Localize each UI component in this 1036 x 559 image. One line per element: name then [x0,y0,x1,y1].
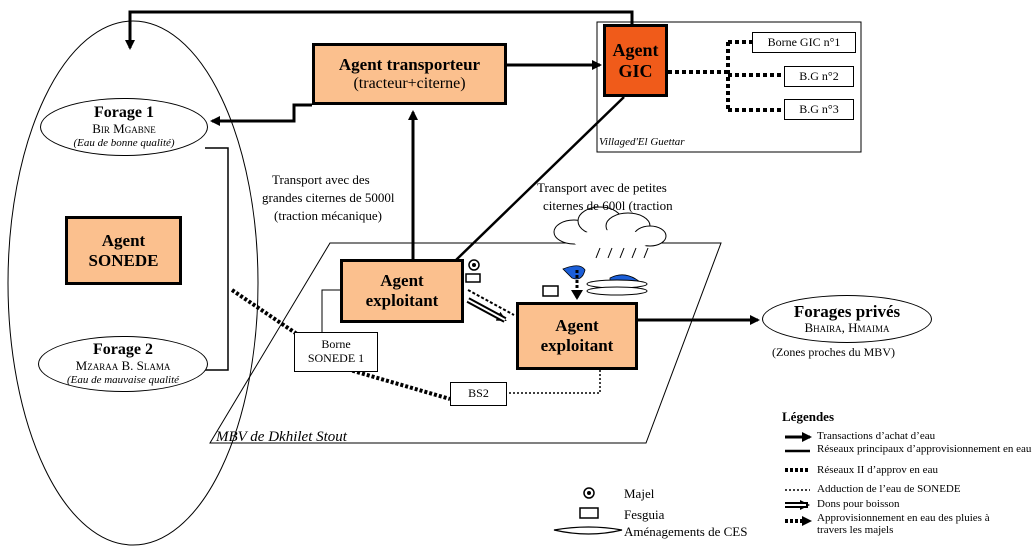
legend-item-5: Dons pour boisson [817,499,1032,511]
forage-2-name: Mzaraa B. Slama [76,359,171,374]
borne-gic-1-label: Borne GIC n°1 [768,36,841,50]
borne-gic-2: B.G n°2 [784,66,854,87]
agent-exploitant-2-box: Agent exploitant [516,302,638,370]
legend-item-4: Adduction de l’eau de SONEDE [817,484,1032,496]
forage-1-quality: (Eau de bonne qualité) [73,137,174,150]
borne-sonede-1-line2: SONEDE 1 [308,352,364,366]
legend-symbol-fesguia: Fesguia [624,508,664,521]
legend-item-2: Réseaux principaux d’approvisionnement e… [817,444,1032,456]
agent-sonede-line1: Agent [102,231,145,251]
transport-small-line1: Transport avec de petites [537,181,667,194]
agent-transporteur-title: Agent transporteur [339,55,480,75]
borne-bs2: BS2 [450,382,507,406]
agent-transporteur-sub: (tracteur+citerne) [353,75,465,93]
agent-gic-line1: Agent [613,40,659,61]
borne-gic-2-label: B.G n°2 [799,70,838,84]
forage-1-title: Forage 1 [94,104,154,122]
forages-prives-node: Forages privés Bhaira, Hmaima [762,295,932,343]
agent-gic-line2: GIC [618,61,652,82]
agent-exploitant-2-line1: Agent [555,316,598,336]
transport-small-line2: citernes de 600l (traction [543,199,673,212]
borne-sonede-1-line1: Borne [321,338,350,352]
transport-big-line1: Transport avec des [272,173,370,186]
borne-gic-3: B.G n°3 [784,99,854,120]
transporteur-to-forage1-line [212,105,312,121]
legend-symbol-ces: Aménagements de CES [624,525,747,538]
mbv-label: MBV de Dkhilet Stout [216,430,347,445]
mbv-parallelogram [210,243,721,443]
forage-1-name: Bir Mgabne [92,122,155,137]
agent-sonede-line2: SONEDE [89,251,159,271]
rain-cloud [554,207,666,258]
forage-2-quality: (Eau de mauvaise qualité [67,374,179,387]
forages-prives-title: Forages privés [794,302,900,322]
legend-item-3: Réseaux II d’approv en eau [817,465,1032,477]
agent-exploitant-1-line2: exploitant [366,291,439,311]
agent-exploitant-1-box: Agent exploitant [340,259,464,323]
legend-title: Légendes [782,410,834,423]
transport-big-line2: grandes citernes de 5000l [262,191,394,204]
borne-bs2-label: BS2 [468,387,489,401]
forage-1-node: Forage 1 Bir Mgabne (Eau de bonne qualit… [40,98,208,156]
legend-item-1: Transactions d’achat d’eau [817,431,1032,443]
borne-sonede-1: Borne SONEDE 1 [294,332,378,372]
forage-2-title: Forage 2 [93,341,153,359]
borne-gic-1: Borne GIC n°1 [752,32,856,53]
forage-2-node: Forage 2 Mzaraa B. Slama (Eau de mauvais… [38,336,208,392]
borne-gic-3-label: B.G n°3 [799,103,838,117]
transport-big-line3: (traction mécanique) [274,209,382,222]
forages-prives-names: Bhaira, Hmaima [804,321,889,336]
legend-symbol-majel: Majel [624,487,654,500]
agent-sonede-box: Agent SONEDE [65,216,182,285]
agent-exploitant-2-line2: exploitant [541,336,614,356]
agent-transporteur-box: Agent transporteur (tracteur+citerne) [312,43,507,105]
legend-item-6: Approvisionnement en eau des pluies à tr… [817,513,997,536]
forages-prives-note: (Zones proches du MBV) [772,346,895,358]
agent-gic-box: Agent GIC [603,24,668,97]
village-label: Villaged'El Guettar [599,137,685,148]
agent-exploitant-1-line1: Agent [380,271,423,291]
